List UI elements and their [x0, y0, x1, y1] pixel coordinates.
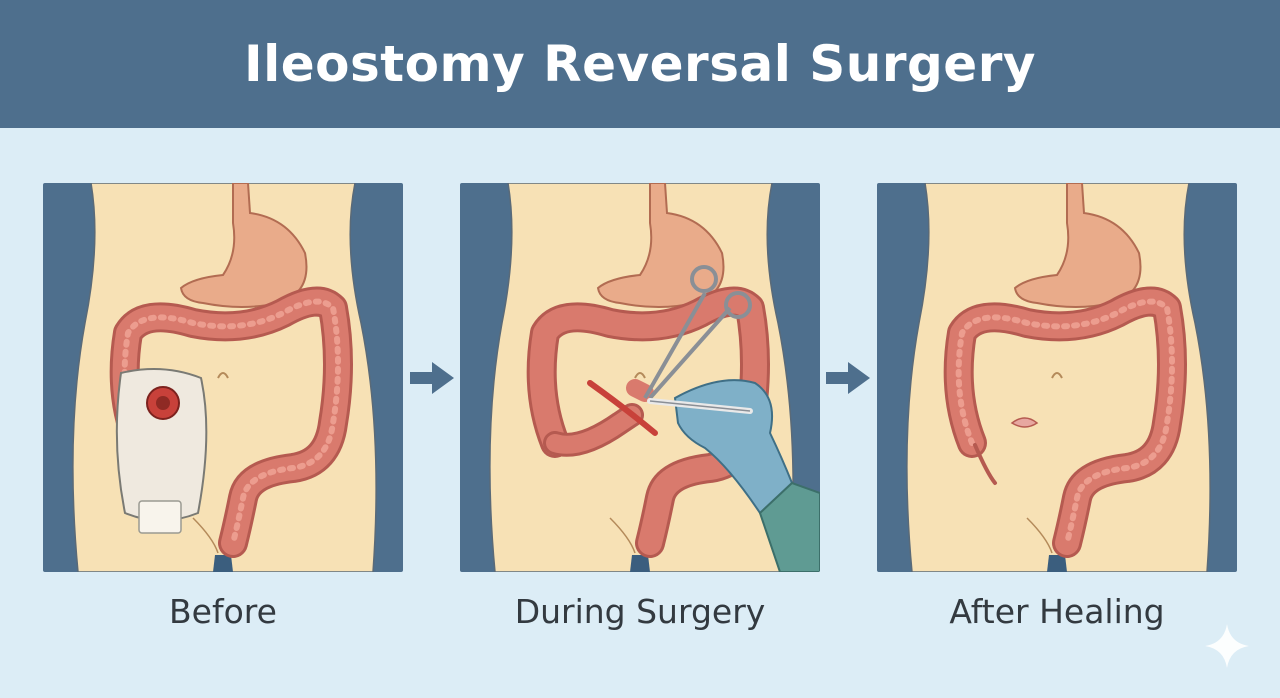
glove-hand-icon	[647, 379, 820, 572]
after-healing-illustration	[877, 183, 1237, 572]
page-title: Ileostomy Reversal Surgery	[244, 35, 1036, 93]
arrow-right-icon	[408, 360, 456, 396]
scissors-icon	[643, 265, 752, 400]
arrow-right-icon	[824, 360, 872, 396]
ostomy-bag-icon	[115, 368, 208, 534]
before-illustration	[43, 183, 403, 572]
during-surgery-illustration	[460, 183, 820, 572]
sparkle-icon	[1203, 622, 1251, 670]
caption-after-healing: After Healing	[949, 592, 1165, 631]
healed-scar-icon	[1010, 417, 1039, 428]
caption-during-surgery: During Surgery	[514, 592, 766, 631]
caption-before: Before	[169, 592, 277, 631]
title-banner: Ileostomy Reversal Surgery	[0, 0, 1280, 128]
